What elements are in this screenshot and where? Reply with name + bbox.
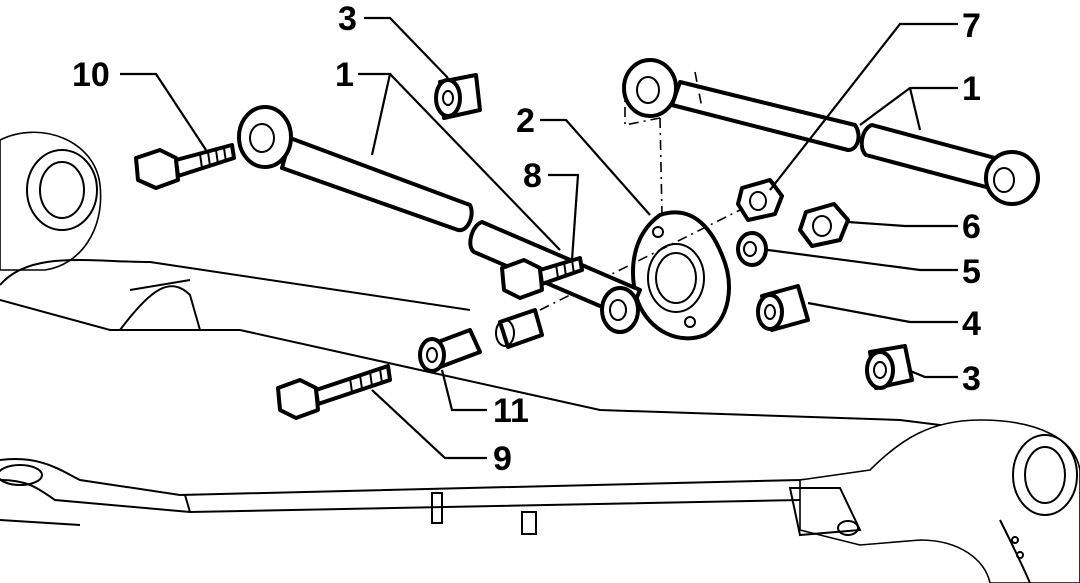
left-control-arm-part-1 <box>237 105 642 334</box>
bolt-part-8 <box>500 256 584 300</box>
right-control-arm-part-1 <box>622 58 1040 206</box>
callout-8: 8 <box>523 157 542 195</box>
bushing-part-3-lower <box>865 344 914 390</box>
leader-lines <box>120 16 958 460</box>
bolt-part-10 <box>134 143 236 190</box>
nut-part-6 <box>798 202 850 248</box>
bushing-part-3-upper <box>434 73 482 120</box>
bushing-part-11 <box>418 328 482 373</box>
callout-4: 4 <box>962 305 981 343</box>
callout-9: 9 <box>493 440 512 478</box>
callout-10: 10 <box>72 56 110 94</box>
callout-5: 5 <box>962 253 981 291</box>
nut-part-7 <box>736 178 784 222</box>
mounting-flange-part-2 <box>539 117 761 341</box>
callout-6: 6 <box>962 208 981 246</box>
callout-3-bottom: 3 <box>962 360 981 398</box>
callout-7: 7 <box>962 7 981 45</box>
spacer-tube <box>495 308 544 349</box>
callout-1-left: 1 <box>335 56 354 94</box>
callout-1-right: 1 <box>962 70 981 108</box>
callout-2: 2 <box>516 102 535 140</box>
washer-part-5 <box>736 231 768 267</box>
callout-3-top: 3 <box>338 0 357 38</box>
bolt-part-9 <box>276 364 392 420</box>
callout-labels: 10 1 3 2 8 7 1 6 5 4 3 11 9 <box>72 0 981 478</box>
axle-beam-frame <box>0 131 1080 583</box>
callout-11: 11 <box>493 392 529 430</box>
bushing-part-4 <box>756 284 810 332</box>
